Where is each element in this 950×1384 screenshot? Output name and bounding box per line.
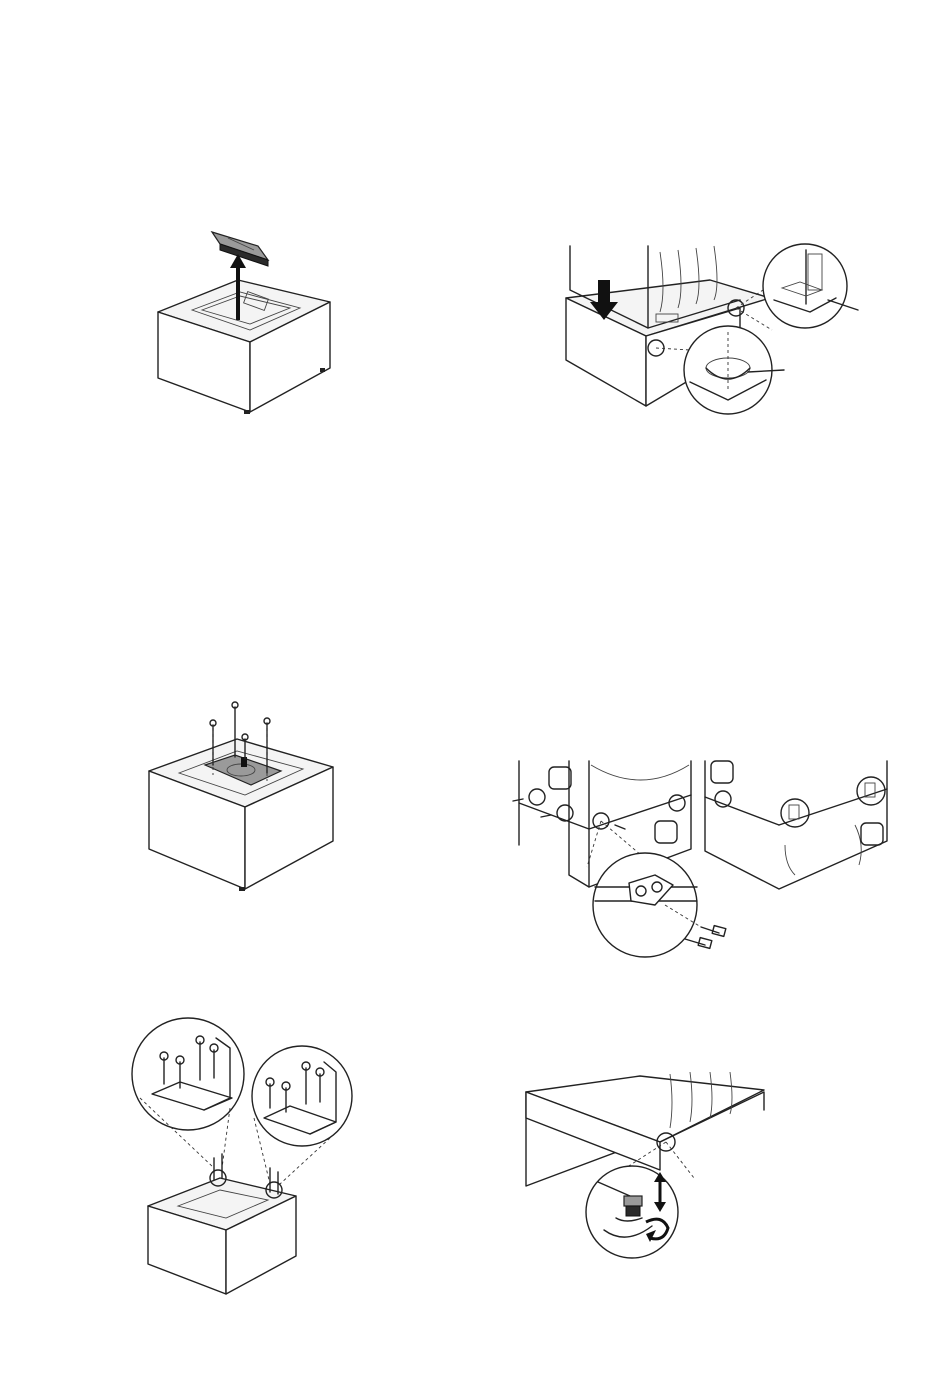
pedestal-illustration: [150, 220, 340, 420]
stacking-illustration: [560, 240, 870, 420]
bracket-zoom-detail: [763, 244, 858, 328]
rear-view: [705, 761, 887, 889]
label-box: [861, 823, 883, 845]
right-bracket-zoom-detail: [252, 1046, 352, 1146]
bracket-zoom-detail: [593, 853, 726, 957]
leveling-illustration: [520, 1070, 770, 1260]
leveling-foot-zoom-detail: [586, 1166, 678, 1258]
foot-zoom-detail: [684, 326, 784, 414]
screw-cover-plate-figure: [145, 695, 345, 895]
adjust-leveling-feet-figure: [520, 1070, 770, 1260]
label-box: [655, 821, 677, 843]
label-box: [711, 761, 733, 783]
left-bracket-zoom-detail: [132, 1018, 244, 1130]
bracket-attach-illustration: [130, 1018, 360, 1300]
bracket-screws-illustration: [505, 755, 895, 960]
attach-brackets-figure: [130, 1018, 360, 1300]
remove-top-cover-figure: [150, 220, 340, 420]
stack-washer-on-pedestal-figure: [560, 240, 870, 420]
label-box: [549, 767, 571, 789]
front-rear-bracket-screws-figure: [505, 755, 895, 960]
pedestal-screw-illustration: [145, 695, 345, 895]
